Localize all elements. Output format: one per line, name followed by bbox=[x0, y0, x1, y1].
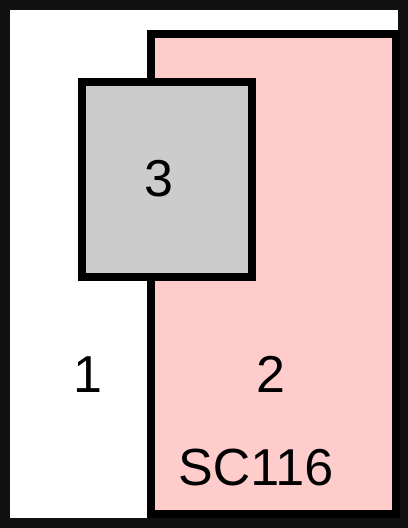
region-3-label: 3 bbox=[144, 150, 173, 208]
region-3-box bbox=[78, 78, 256, 281]
region-2-label: 2 bbox=[256, 346, 285, 404]
code-label: SC116 bbox=[178, 439, 334, 497]
region-1-label: 1 bbox=[73, 346, 102, 404]
